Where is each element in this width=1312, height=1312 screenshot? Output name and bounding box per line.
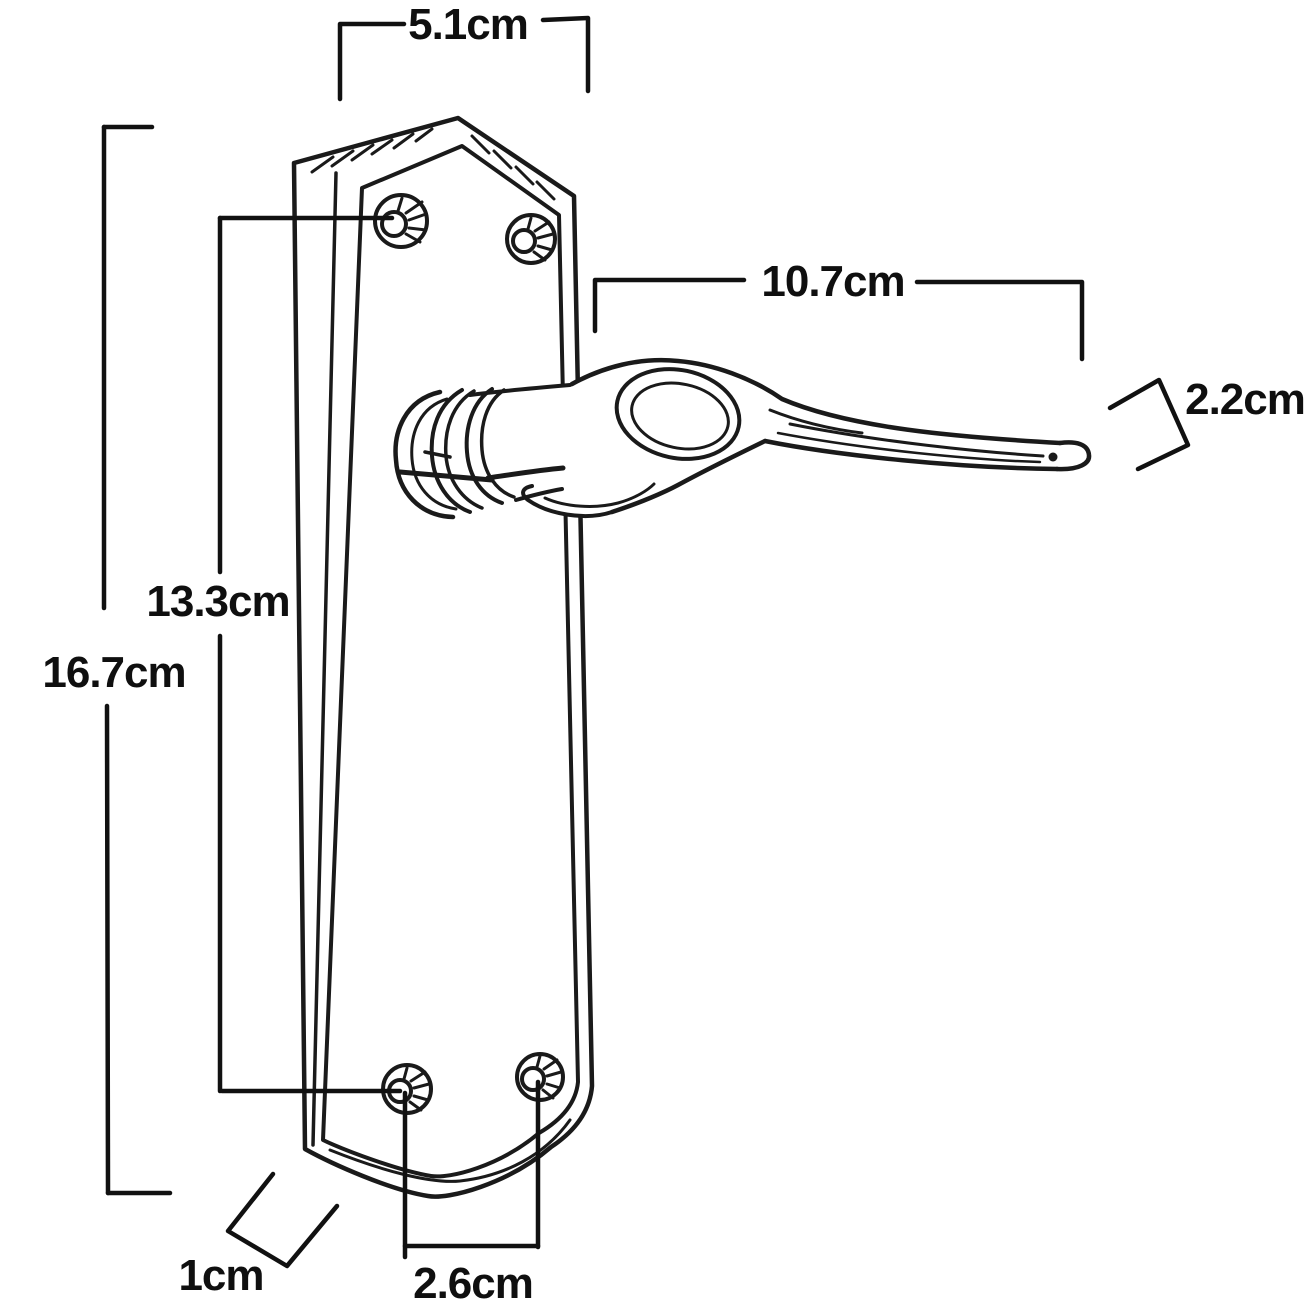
screw-top-right [505,213,557,265]
screw-outer [373,193,429,249]
arm-interior-line [788,422,1045,458]
bottom-edge-inner-line [328,1118,572,1183]
backplate-outer-outline [291,115,595,1199]
hatch-stroke [392,132,415,150]
backplate-side-edge-line [311,171,338,1147]
arm-interior-line [776,431,1042,464]
dim-depth-bracket [225,1171,340,1269]
screw-slot-marks [535,1054,563,1100]
lever-silhouette [396,360,1090,516]
hatch-stroke [470,134,491,155]
hatch-stroke [514,165,535,186]
screw-slot-marks [402,1066,431,1112]
neck-bottom-edge [514,487,564,502]
screw-slot-marks [396,196,428,244]
dim-label-plate-height: 16.7cm [42,648,186,697]
hatch-stroke [330,149,355,168]
screw-heads [373,193,565,1115]
hatch-stroke [492,149,513,170]
hatch-stroke [350,143,375,162]
screw-outer [505,213,557,265]
collar-shadow-stroke [485,465,566,481]
under-lip-inner-line [543,482,656,508]
dim-top-width-left-bracket [337,21,407,102]
dim-tip-thickness-bracket [1107,377,1191,472]
dim-label-screw-spacing-vertical: 13.3cm [146,577,290,626]
hatch-stroke [310,155,335,174]
dim-top-width-right-bracket [540,15,591,94]
collar-shadow-stroke [397,469,495,483]
hatch-stroke [414,127,434,143]
dimension-lines [101,15,1191,1269]
screw-slot-marks [526,216,555,262]
dim-plate-height-line-lower [104,703,111,1196]
loop-ring-inner [630,381,730,451]
collar-ridge-arc [464,387,504,505]
loop-ring-outer [614,367,742,461]
screw-top-left [373,193,429,249]
backplate-front-face [321,144,580,1179]
screw-inner [520,1066,546,1092]
dim-label-plate-depth: 1cm [178,1251,264,1300]
collar-shadow-stroke [423,450,452,459]
dim-label-lever-length: 10.7cm [761,257,905,306]
loop-bottom-sweep [609,438,768,515]
hatch-stroke [535,180,556,201]
collar-ridge-arc [479,388,516,499]
collar-ridge-arc [429,388,472,514]
lever-handle [393,357,1092,520]
arm-interior-line [768,408,864,435]
collar-outer-arc-inner [410,397,458,511]
neck-top-edge [468,383,572,397]
lever-tip-dot [1048,452,1058,462]
under-lip-outline [521,484,614,519]
top-edge-hatching [310,127,556,201]
lever-tip [1054,440,1092,472]
hatch-stroke [370,138,394,156]
dim-label-lever-tip-thickness: 2.2cm [1185,375,1306,424]
dim-lever-length-right-bracket [914,279,1085,362]
dim-label-bottom-screw-spacing: 2.6cm [413,1259,534,1308]
dim-lever-length-left-bracket [592,277,747,334]
dim-label-top-width: 5.1cm [408,0,529,49]
screw-inner [511,228,537,254]
lever-top-edge [569,357,1063,446]
lever-bottom-edge [762,438,1060,472]
collar-outer-arc [393,389,456,520]
backplate [291,115,595,1199]
screw-inner [380,210,408,238]
